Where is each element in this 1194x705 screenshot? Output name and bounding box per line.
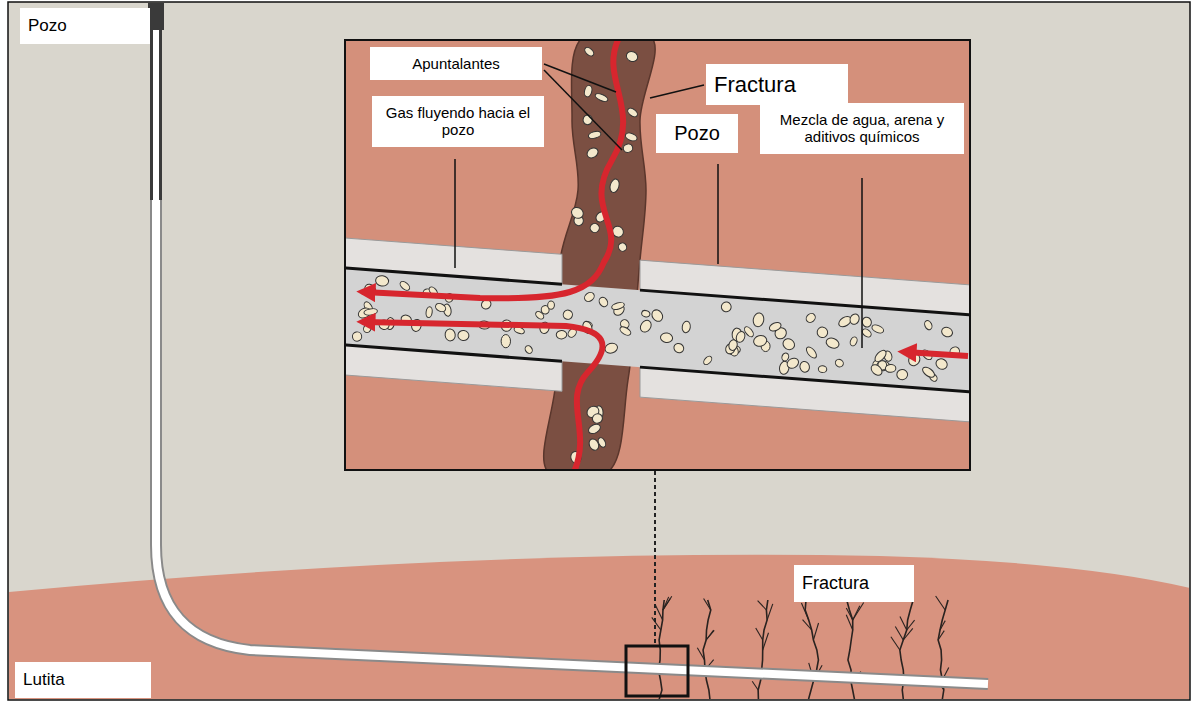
- background: [8, 2, 1190, 700]
- label-box: Pozo: [656, 114, 738, 153]
- label-box: Pozo: [20, 8, 150, 44]
- detail-leader: [654, 471, 656, 644]
- well-pipe: [156, 3, 988, 684]
- label-text: Fractura: [714, 72, 840, 97]
- label-box: Mezcla de agua, arena y aditivos químico…: [760, 103, 964, 154]
- well-head: [148, 3, 164, 30]
- label-box: Lutita: [15, 662, 151, 698]
- label-box: Apuntalantes: [370, 47, 542, 80]
- label-text: Apuntalantes: [378, 55, 534, 72]
- well-casing: [150, 3, 162, 200]
- label-box: Gas fluyendo hacia el pozo: [372, 96, 544, 147]
- detail-marker: [626, 646, 688, 696]
- label-text: Pozo: [28, 16, 142, 36]
- label-text: Mezcla de agua, arena y aditivos químico…: [768, 111, 956, 146]
- label-text: Pozo: [664, 122, 730, 145]
- label-text: Lutita: [23, 670, 143, 690]
- label-text: Fractura: [802, 573, 906, 594]
- label-text: Gas fluyendo hacia el pozo: [380, 104, 536, 139]
- well-casing-inner: [153, 3, 159, 200]
- label-box: Fractura: [794, 565, 914, 602]
- well-pipe-outline: [156, 3, 988, 684]
- label-box: Fractura: [706, 64, 848, 105]
- inset-frame: [345, 40, 970, 470]
- detail-inset: [340, 29, 975, 480]
